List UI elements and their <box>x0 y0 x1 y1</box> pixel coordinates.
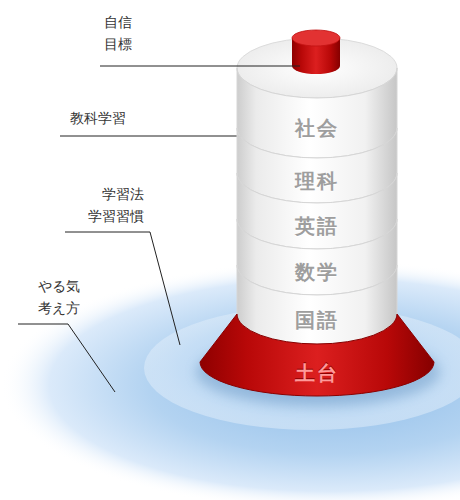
subject-disc: 英語 <box>237 173 397 249</box>
leader-line <box>65 232 180 345</box>
disc-outline <box>237 128 397 203</box>
callout-label: 教科学習 <box>70 108 150 130</box>
callout-label: 自信 目標 <box>104 12 146 55</box>
text-holder: 土台 <box>200 350 434 396</box>
disc-outline <box>237 68 397 158</box>
disc-shape <box>237 68 397 158</box>
disc-outline <box>237 219 397 295</box>
subject-disc: 数学 <box>237 219 397 295</box>
subject-name: 社会 <box>295 116 339 140</box>
leader-line <box>100 66 300 67</box>
subject-name: 理科 <box>295 169 339 193</box>
subject-disc: 国語 <box>237 265 397 344</box>
disc-outline <box>237 173 397 249</box>
foundation-base: 土台 <box>200 314 434 396</box>
disc-shape <box>237 265 397 344</box>
subject-disc: 社会 <box>237 68 397 158</box>
ground-ring <box>144 306 460 430</box>
ground-glow <box>0 260 460 500</box>
subject-name: 英語 <box>295 214 339 238</box>
callout-label: やる気 考え方 <box>16 276 80 319</box>
subject-disc: 理科 <box>237 128 397 203</box>
top-cylinder-cap <box>292 30 340 46</box>
disc-outline <box>200 314 434 396</box>
subject-name: 国語 <box>295 308 339 332</box>
leader-line <box>18 324 115 392</box>
base-name: 土台 <box>295 361 339 385</box>
disc-outline <box>237 265 397 344</box>
callout-label: 学習法 学習習慣 <box>56 184 144 227</box>
subject-name: 数学 <box>295 260 339 284</box>
